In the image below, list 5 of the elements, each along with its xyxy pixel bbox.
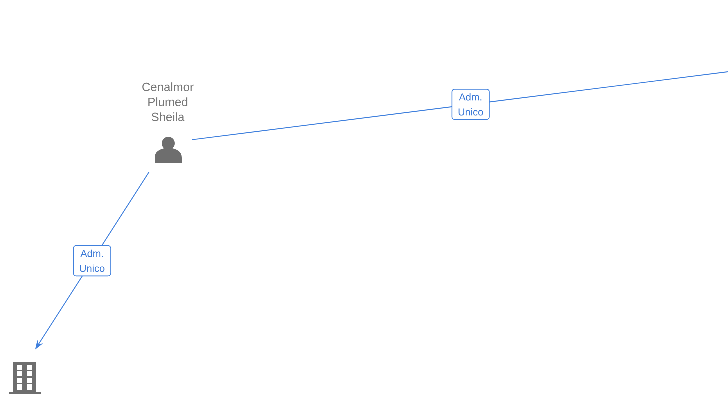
person-name: Cenalmor Plumed Sheila bbox=[142, 82, 194, 122]
edge-label: Adm. Unico bbox=[452, 89, 490, 120]
edge-label: Adm. Unico bbox=[73, 245, 112, 277]
building-icon bbox=[9, 362, 41, 394]
connector-line bbox=[192, 72, 728, 140]
